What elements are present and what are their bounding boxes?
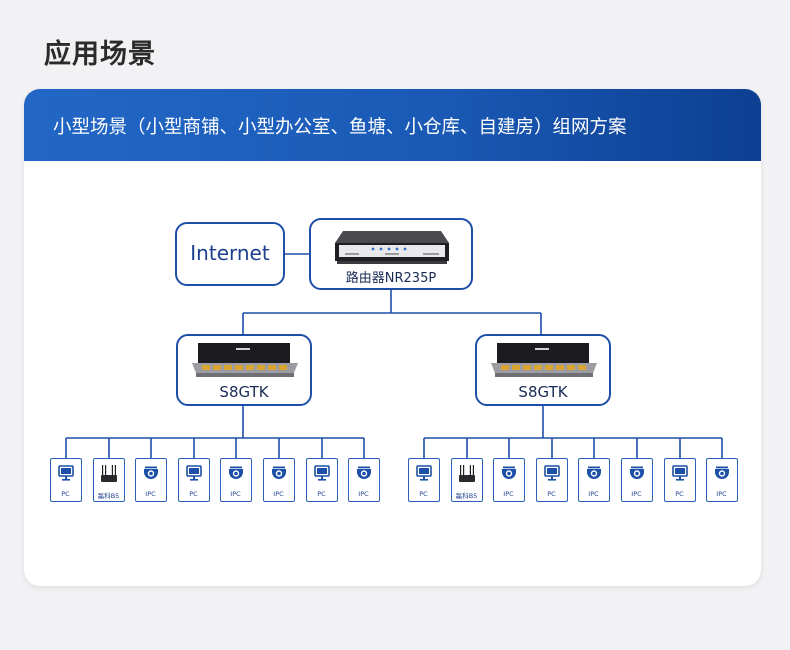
terminal-left-4: PC — [178, 458, 210, 502]
ip-camera-icon — [228, 465, 244, 483]
card-header-title: 小型场景（小型商铺、小型办公室、鱼塘、小仓库、自建房）组网方案 — [53, 117, 627, 138]
terminal-drops — [65, 438, 723, 458]
terminal-left-1: PC — [50, 458, 82, 502]
card-header: 小型场景（小型商铺、小型办公室、鱼塘、小仓库、自建房）组网方案 — [24, 89, 761, 161]
terminal-label: PC — [189, 490, 198, 498]
pc-monitor-icon — [314, 465, 330, 483]
ip-camera-icon — [586, 465, 602, 483]
terminal-left-7: PC — [306, 458, 338, 502]
terminal-label: IPC — [631, 490, 642, 498]
pc-monitor-icon — [186, 465, 202, 483]
terminal-left-5: IPC — [220, 458, 252, 502]
terminal-label: IPC — [230, 490, 241, 498]
pc-monitor-icon — [416, 465, 432, 483]
terminal-label: IPC — [588, 490, 599, 498]
terminal-label: PC — [675, 490, 684, 498]
internet-label: Internet — [190, 241, 270, 265]
pc-monitor-icon — [58, 465, 74, 483]
switch-device-icon — [192, 343, 298, 377]
ip-camera-icon — [501, 465, 517, 483]
terminal-label: PC — [317, 490, 326, 498]
terminal-right-2: 磊科B5 — [451, 458, 483, 502]
terminal-left-6: IPC — [263, 458, 295, 502]
ip-camera-icon — [143, 465, 159, 483]
terminal-label: IPC — [358, 490, 369, 498]
terminal-left-8: IPC — [348, 458, 380, 502]
switch-label-right: S8GTK — [518, 383, 568, 401]
terminal-label: IPC — [145, 490, 156, 498]
switch-label-left: S8GTK — [219, 383, 269, 401]
internet-node: Internet — [175, 222, 285, 286]
page-title: 应用场景 — [44, 39, 156, 70]
pc-monitor-icon — [544, 465, 560, 483]
wifi-router-icon — [101, 465, 117, 483]
terminal-right-7: PC — [664, 458, 696, 502]
terminal-right-5: IPC — [578, 458, 610, 502]
terminal-right-8: IPC — [706, 458, 738, 502]
terminal-right-3: IPC — [493, 458, 525, 502]
terminal-label: PC — [61, 490, 70, 498]
terminal-label: IPC — [503, 490, 514, 498]
terminal-label: PC — [547, 490, 556, 498]
terminal-left-3: IPC — [135, 458, 167, 502]
terminal-right-4: PC — [536, 458, 568, 502]
terminal-left-2: 磊科B5 — [93, 458, 125, 502]
terminal-label: IPC — [273, 490, 284, 498]
terminal-right-1: PC — [408, 458, 440, 502]
scenario-card: 小型场景（小型商铺、小型办公室、鱼塘、小仓库、自建房）组网方案 — [24, 89, 761, 586]
ip-camera-icon — [271, 465, 287, 483]
pc-monitor-icon — [672, 465, 688, 483]
ip-camera-icon — [356, 465, 372, 483]
switch-node-right: S8GTK — [475, 334, 611, 406]
terminal-label: PC — [419, 490, 428, 498]
wifi-router-icon — [459, 465, 475, 483]
router-device-icon — [335, 231, 449, 264]
terminal-label: 磊科B5 — [97, 492, 120, 500]
terminal-right-6: IPC — [621, 458, 653, 502]
switch-node-left: S8GTK — [176, 334, 312, 406]
switch-device-icon — [491, 343, 597, 377]
ip-camera-icon — [629, 465, 645, 483]
terminal-label: 磊科B5 — [455, 492, 478, 500]
router-label: 路由器NR235P — [345, 271, 437, 286]
terminal-label: IPC — [716, 490, 727, 498]
ip-camera-icon — [714, 465, 730, 483]
router-node: 路由器NR235P — [309, 218, 473, 290]
